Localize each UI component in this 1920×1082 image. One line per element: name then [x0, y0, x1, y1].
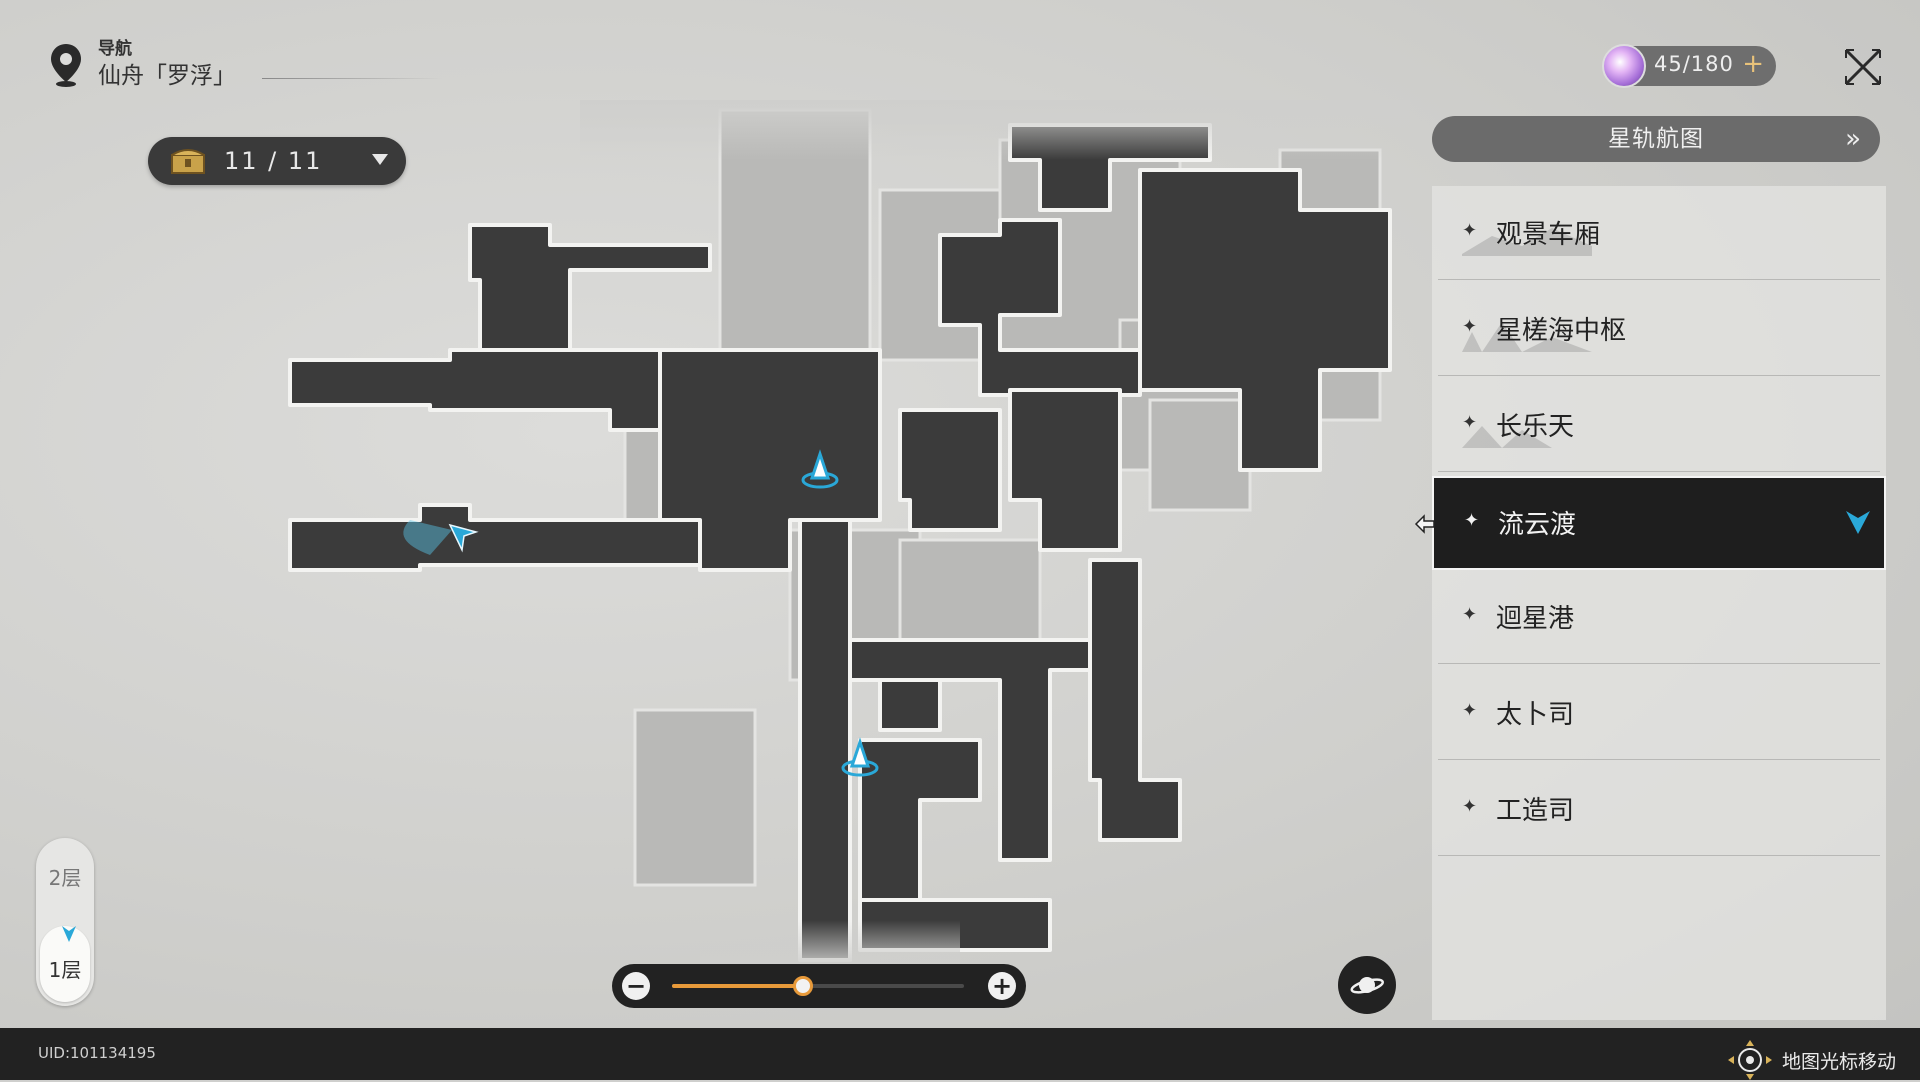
trailblaze-power-value: 45/180 [1654, 52, 1734, 76]
navigation-header: 导航 仙舟「罗浮」 [48, 38, 236, 92]
star-rail-map-button[interactable]: 星轨航图 » [1432, 116, 1880, 162]
star-icon: ✦ [1462, 604, 1478, 625]
current-world-name: 仙舟「罗浮」 [98, 63, 236, 89]
star-icon: ✦ [1462, 412, 1478, 433]
divider [1438, 471, 1880, 472]
floor-switcher: 2层 1层 [36, 838, 94, 1006]
star-icon: ✦ [1462, 700, 1478, 721]
location-item[interactable]: ✦ 工造司 [1432, 762, 1886, 856]
map-fade-bottom [700, 920, 960, 970]
recenter-button[interactable] [1338, 956, 1396, 1014]
selection-pointer-icon [1414, 514, 1435, 534]
treasure-chest-icon [171, 149, 205, 174]
bottom-bar: UID:101134195 地图光标移动 [0, 1028, 1920, 1080]
dropdown-caret-icon [372, 154, 388, 165]
trailblaze-power-icon [1602, 44, 1646, 88]
floor-1-button[interactable]: 1层 [40, 926, 90, 1002]
current-floor-marker-icon [62, 926, 76, 942]
location-name: 星槎海中枢 [1496, 316, 1627, 346]
user-id: UID:101134195 [38, 1044, 156, 1062]
add-power-button[interactable]: + [1742, 49, 1764, 79]
location-name: 迴星港 [1496, 604, 1575, 634]
player-arrow-icon [448, 523, 479, 553]
location-item[interactable]: ✦ 太卜司 [1432, 666, 1886, 760]
joystick-icon [1727, 1040, 1772, 1080]
map-canvas[interactable] [280, 100, 1410, 970]
control-hint: 地图光标移动 [1726, 1038, 1896, 1082]
chevron-right-icon: » [1845, 124, 1862, 154]
star-icon: ✦ [1462, 316, 1478, 337]
floor-2-button[interactable]: 2层 [48, 866, 82, 890]
divider [1438, 759, 1880, 760]
location-name: 长乐天 [1496, 412, 1575, 442]
map-pin-icon [51, 44, 81, 87]
zoom-slider-handle[interactable] [793, 976, 814, 996]
star-icon: ✦ [1462, 796, 1478, 817]
zoom-in-button[interactable]: + [988, 972, 1016, 1000]
space-anchor-icon[interactable] [841, 737, 879, 777]
star-rail-map-label: 星轨航图 [1608, 126, 1704, 152]
location-item[interactable]: ✦ 迴星港 [1432, 570, 1886, 664]
location-sketch-icon [1462, 426, 1552, 448]
planet-icon [1350, 977, 1385, 994]
location-sketch-icon [1462, 228, 1592, 256]
location-item[interactable]: ✦ 长乐天 [1432, 378, 1886, 472]
location-name: 观景车厢 [1496, 220, 1601, 250]
location-list: ✦ 观景车厢 ✦ 星槎海中枢 ✦ 长乐天 ✦ 流云渡 ✦ 迴星港 ✦ 太卜司 ✦… [1414, 186, 1886, 1020]
zoom-slider[interactable] [672, 976, 964, 996]
map-fade-top [580, 100, 1410, 160]
control-hint-text: 地图光标移动 [1781, 1050, 1896, 1073]
divider [1438, 855, 1880, 856]
divider [1438, 375, 1880, 376]
location-item[interactable]: ✦ 星槎海中枢 [1432, 282, 1886, 376]
divider [1438, 663, 1880, 664]
star-icon: ✦ [1462, 220, 1478, 241]
location-item[interactable]: ✦ 观景车厢 [1432, 186, 1886, 280]
zoom-control: − + [612, 964, 1026, 1008]
star-icon: ✦ [1464, 510, 1480, 531]
location-name: 流云渡 [1498, 510, 1577, 540]
location-item-selected[interactable]: ✦ 流云渡 [1414, 476, 1886, 570]
zoom-out-button[interactable]: − [622, 972, 650, 1000]
close-icon[interactable] [1840, 44, 1886, 90]
nav-label: 导航 [98, 39, 132, 59]
header-divider [262, 78, 442, 79]
chest-count: 11 / 11 [224, 147, 323, 175]
current-location-marker-icon [1846, 511, 1870, 534]
location-name: 太卜司 [1496, 700, 1575, 730]
floor-1-label: 1层 [48, 958, 82, 982]
location-name: 工造司 [1496, 796, 1575, 826]
map-walkable-areas [288, 123, 1392, 962]
space-anchor-icon[interactable] [801, 449, 839, 489]
location-sketch-icon [1462, 322, 1592, 352]
player-view-cone [403, 520, 452, 555]
zoom-fill [672, 984, 804, 988]
divider [1438, 279, 1880, 280]
treasure-chest-filter[interactable]: 11 / 11 [148, 137, 406, 185]
trailblaze-power[interactable]: 45/180 + [1602, 44, 1776, 88]
